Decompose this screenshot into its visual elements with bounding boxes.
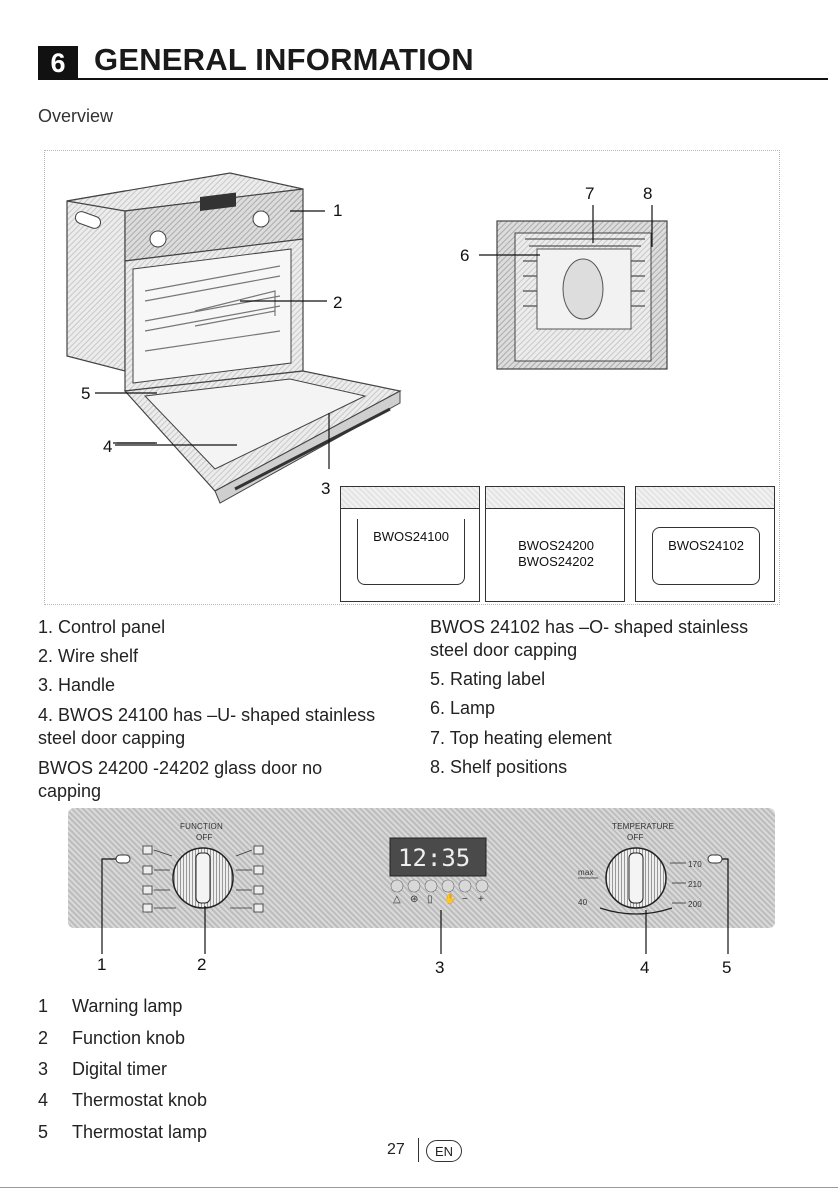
callout-5: 5	[81, 384, 91, 403]
temperature-knob-label: TEMPERATURE	[612, 822, 675, 831]
page-title: GENERAL INFORMATION	[94, 42, 474, 77]
o-capping-shape	[652, 527, 760, 585]
model-door-o-capping: BWOS24102	[635, 486, 775, 602]
legend-number: 4	[38, 1090, 49, 1110]
legend-number: 5	[38, 1122, 49, 1142]
parts-item-1: 1. Control panel	[38, 617, 166, 637]
timer-display: 12:35	[398, 844, 471, 872]
timer-cook-button[interactable]: ⊛	[410, 894, 419, 905]
legend-text: Thermostat knob	[72, 1090, 208, 1110]
bottom-rule	[0, 1187, 838, 1188]
timer-manual-button[interactable]: ✋	[444, 894, 457, 905]
parts-item-4b: BWOS 24200 -24202 glass door no capping	[38, 758, 323, 801]
timer-bell-button[interactable]: △	[393, 894, 401, 905]
legend-number: 2	[38, 1028, 49, 1048]
callout-8: 8	[643, 184, 653, 203]
panel-callout-2: 2	[197, 955, 207, 974]
legend-number: 3	[38, 1059, 49, 1079]
parts-item-5: 5. Rating label	[430, 669, 546, 689]
oven-illustration	[66, 172, 668, 504]
parts-item-4: 4. BWOS 24100 has –U- shaped stainless s…	[38, 705, 376, 748]
panel-callout-5: 5	[722, 958, 732, 977]
model-knob-strip	[636, 487, 774, 509]
footer-divider	[418, 1138, 419, 1162]
title-rule	[38, 78, 828, 80]
legend-text: Digital timer	[72, 1059, 168, 1079]
panel-callout-leaders	[101, 858, 729, 954]
callout-4: 4	[103, 437, 113, 456]
timer-minus-button[interactable]: −	[462, 894, 469, 905]
temp-mark-200: 200	[688, 900, 702, 909]
timer-plus-button[interactable]: +	[478, 894, 485, 905]
temp-mark-210: 210	[688, 880, 702, 889]
legend-number: 1	[38, 996, 49, 1016]
parts-item-4c: BWOS 24102 has –O- shaped stainless stee…	[430, 617, 749, 660]
parts-item-6: 6. Lamp	[430, 698, 496, 718]
panel-callout-1: 1	[97, 955, 107, 974]
temp-mark-40: 40	[578, 898, 588, 907]
parts-item-3: 3. Handle	[38, 675, 116, 695]
callout-6: 6	[460, 246, 470, 265]
section-number-badge: 6	[38, 46, 78, 80]
function-off-label: OFF	[196, 833, 213, 842]
parts-item-8: 8. Shelf positions	[430, 757, 568, 777]
parts-item-7: 7. Top heating element	[430, 728, 612, 748]
parts-item-2: 2. Wire shelf	[38, 646, 139, 666]
model-door-glass: BWOS24200 BWOS24202	[485, 486, 625, 602]
model-label: BWOS24200	[518, 538, 594, 553]
control-panel: FUNCTION OFF TEMPERATURE OFF 12:35 max 4…	[68, 808, 775, 928]
control-panel-graphics	[115, 837, 723, 915]
legend-text: Function knob	[72, 1028, 186, 1048]
legend-text: Thermostat lamp	[72, 1122, 208, 1142]
page-number: 27	[387, 1141, 405, 1158]
callout-7: 7	[585, 184, 595, 203]
legend-text: Warning lamp	[72, 996, 183, 1016]
model-knob-strip	[486, 487, 624, 509]
callout-2: 2	[333, 293, 343, 312]
model-door-u-capping: BWOS24100	[340, 486, 480, 602]
panel-callout-4: 4	[640, 958, 650, 977]
oven-overview-figure: 1 2 3 4 5 6 7 8 BWOS24100 BWOS24200 BWOS…	[44, 150, 780, 605]
callout-1: 1	[333, 201, 343, 220]
timer-end-button[interactable]: ▯	[427, 894, 433, 905]
callout-3: 3	[321, 479, 331, 498]
section-subtitle: Overview	[38, 106, 114, 126]
model-label: BWOS24202	[518, 554, 594, 569]
u-capping-shape	[357, 519, 465, 585]
model-knob-strip	[341, 487, 479, 509]
panel-callout-3: 3	[435, 958, 445, 977]
model-label: BWOS24100	[373, 529, 449, 544]
temp-mark-max: max	[578, 868, 594, 877]
language-badge: EN	[426, 1140, 462, 1162]
temperature-off-label: OFF	[627, 833, 644, 842]
temp-mark-170: 170	[688, 860, 702, 869]
function-knob-label: FUNCTION	[180, 822, 223, 831]
model-label: BWOS24102	[668, 538, 744, 553]
